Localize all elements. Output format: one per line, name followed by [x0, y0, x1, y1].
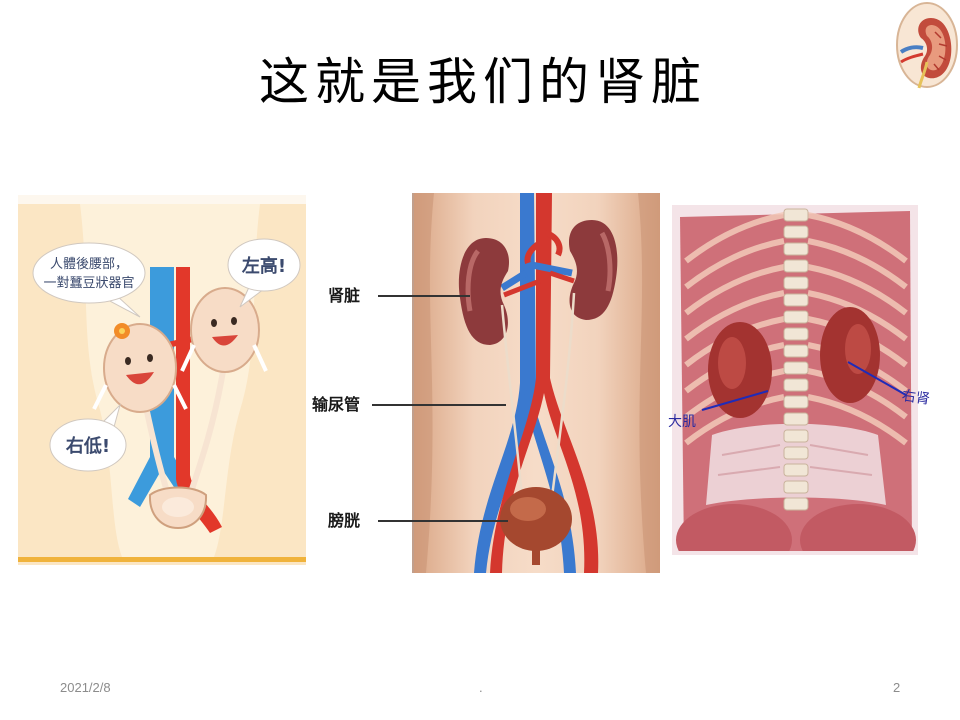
leader-kidney — [378, 295, 470, 297]
bubble-intro-line-1: 人體後腰部， — [50, 257, 128, 272]
vertebra — [783, 310, 809, 324]
rib — [807, 212, 908, 264]
rib — [684, 290, 785, 342]
character-mouth — [212, 335, 238, 346]
bladder-highlight — [510, 497, 546, 521]
pointer-line-right-kidney — [847, 361, 907, 396]
character-eye — [231, 317, 237, 325]
urinary-system-anatomy — [412, 193, 660, 573]
bladder-highlight — [162, 497, 194, 517]
kidney-character-low — [103, 323, 177, 413]
cartoon-top-band — [18, 195, 306, 204]
vertebra — [783, 497, 809, 511]
bubble-high — [227, 238, 301, 292]
waist-shadow — [412, 193, 434, 573]
gluteal-muscle — [800, 504, 916, 555]
back-bottom-frame — [672, 551, 918, 555]
vertebra — [783, 378, 809, 392]
bubble-intro-line-2: 一對蠶豆狀器官 — [43, 275, 134, 291]
cartoon-ureter — [187, 370, 226, 496]
leader-bladder — [378, 520, 508, 522]
leader-ureter — [372, 404, 506, 406]
cartoon-bottom-stripe — [18, 557, 306, 562]
vertebra — [783, 480, 809, 494]
cartoon-artery — [176, 267, 222, 533]
label-muscle: 大肌 — [668, 414, 696, 430]
logo-kidney-inner — [925, 25, 946, 71]
footer-center: . — [479, 680, 483, 695]
pointer-line-muscle — [701, 390, 769, 411]
waist-shadow — [638, 193, 660, 573]
character-arm — [180, 344, 268, 372]
rib — [684, 264, 785, 316]
flower-center — [119, 328, 125, 334]
vertebra — [783, 361, 809, 375]
logo-pyramid-lines — [933, 31, 948, 71]
character-arm — [92, 384, 188, 410]
urethra — [532, 549, 540, 565]
rib — [684, 212, 785, 264]
bubble-intro — [32, 242, 146, 304]
rib — [807, 394, 908, 446]
logo-artery — [900, 52, 924, 64]
renal-artery — [503, 278, 541, 298]
character-eye — [125, 357, 131, 365]
rib — [807, 264, 908, 316]
vertebra — [783, 327, 809, 341]
kidney-logo-icon — [896, 2, 958, 89]
aorta — [490, 193, 599, 573]
logo-vein — [899, 45, 924, 54]
rib — [684, 238, 785, 290]
kidney-character-high — [190, 287, 260, 373]
label-kidney: 肾脏 — [328, 286, 361, 305]
character-eye — [211, 319, 217, 327]
vertebra — [783, 344, 809, 358]
back-muscle-anatomy — [672, 205, 918, 555]
label-ureter: 输尿管 — [312, 395, 361, 414]
renal-artery — [549, 270, 575, 284]
renal-vein — [531, 261, 573, 277]
logo-ureter — [917, 61, 929, 89]
rib — [807, 238, 908, 290]
kidney-highlight — [845, 324, 871, 374]
page-title: 这就是我们的肾脏 — [259, 53, 707, 111]
vertebra — [783, 259, 809, 273]
ureter — [500, 304, 524, 498]
bubble-low-text: 右低! — [66, 435, 110, 457]
vertebra — [783, 225, 809, 239]
page-number: 2 — [893, 680, 901, 695]
kidney-highlight — [718, 337, 746, 389]
gluteal-muscle — [676, 504, 792, 555]
spine — [783, 208, 809, 511]
bubble-high-text: 左高! — [242, 255, 286, 277]
renal-vein — [500, 270, 528, 291]
vertebra — [783, 463, 809, 477]
vertebra — [783, 412, 809, 426]
vertebra — [783, 293, 809, 307]
label-bladder: 膀胱 — [328, 511, 361, 530]
vertebra — [783, 446, 809, 460]
ureter — [550, 292, 576, 498]
vertebra — [783, 276, 809, 290]
character-mouth — [126, 372, 154, 385]
cartoon-kidney-illustration: 人體後腰部， 一對蠶豆狀器官 左高! 右低! — [18, 195, 306, 565]
footer-date: 2021/2/8 — [60, 680, 111, 695]
kidney-highlight — [465, 249, 481, 312]
vertebra — [783, 395, 809, 409]
fascia-lines — [717, 444, 873, 476]
kidney-highlight — [599, 231, 613, 292]
vertebra — [783, 242, 809, 256]
vertebra — [783, 429, 809, 443]
aorta-branch — [524, 230, 563, 264]
vertebra — [783, 208, 809, 222]
bubble-low — [49, 418, 127, 472]
character-eye — [147, 354, 153, 362]
